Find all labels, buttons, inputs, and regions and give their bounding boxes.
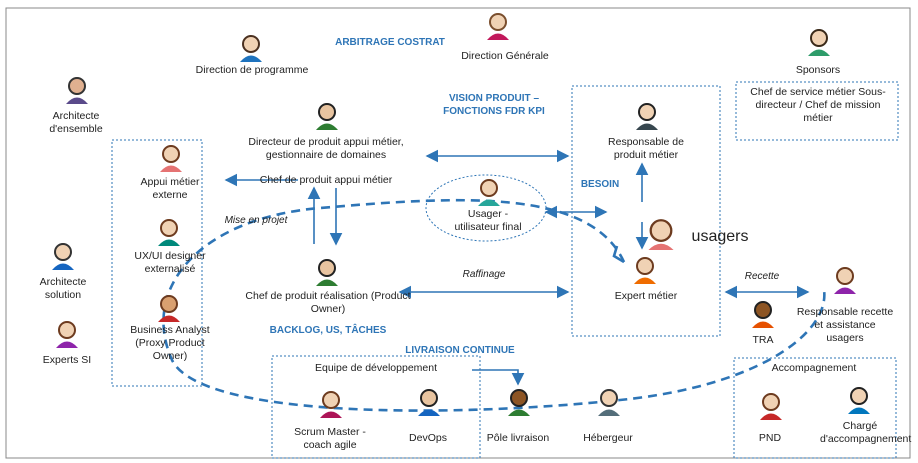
metier-frame <box>571 85 721 337</box>
arbitrage-label: ARBITRAGE COSTRAT <box>335 37 445 48</box>
hebergeur-label: Hébergeur <box>583 432 633 444</box>
experts-si-avatar <box>56 321 78 348</box>
responsable-produit-label: Responsable de produit métier <box>608 136 684 161</box>
responsable-recette-avatar <box>834 267 856 294</box>
vision-label: VISION PRODUIT – FONCTIONS FDR KPI <box>443 93 545 117</box>
chef-realisation-label: Chef de produit réalisation (Product Own… <box>245 290 411 315</box>
direction-programme-label: Direction de programme <box>195 64 309 76</box>
dev-team-frame <box>271 355 481 459</box>
ux-designer-avatar <box>158 219 180 246</box>
architecte-solution-avatar <box>52 243 74 270</box>
pole-livraison-label: Pôle livraison <box>486 432 550 444</box>
experts-si-label: Experts SI <box>42 354 92 366</box>
architecte-solution-label: Architecte solution <box>39 276 87 301</box>
expert-metier-label: Expert métier <box>614 290 678 302</box>
appui-externe-avatar <box>160 145 182 172</box>
pnd-label: PND <box>758 432 782 444</box>
charge-accompagnement-avatar <box>848 387 870 414</box>
business-analyst-avatar <box>158 295 180 322</box>
usager-label: Usager - utilisateur final <box>454 208 522 233</box>
sponsors-box-text: Chef de service métier Sous-directeur / … <box>750 86 886 124</box>
raffinage-label: Raffinage <box>462 269 506 280</box>
usagers-label: usagers <box>691 228 749 245</box>
backlog-label: BACKLOG, US, TÂCHES <box>269 325 387 336</box>
devops-label: DevOps <box>409 432 447 444</box>
responsable-recette-label: Responsable recette et assistance usager… <box>796 306 894 344</box>
hebergeur-avatar <box>598 389 620 416</box>
devops-avatar <box>418 389 440 416</box>
direction-programme-avatar <box>240 35 262 62</box>
sponsors-frame <box>735 81 899 141</box>
chef-realisation-avatar <box>316 259 338 286</box>
besoin-label: BESOIN <box>580 179 620 190</box>
architecte-ensemble-label: Architecte d'ensemble <box>49 110 103 135</box>
equipe-dev-label: Equipe de développement <box>314 362 438 374</box>
pnd-avatar <box>760 393 782 420</box>
recette-label: Recette <box>744 271 780 282</box>
left-team-frame <box>111 139 203 387</box>
sponsors-label: Sponsors <box>795 64 841 76</box>
architecte-ensemble-avatar <box>66 77 88 104</box>
accompagnement-label: Accompagnement <box>771 362 857 374</box>
chef-produit-appui-label: Chef de produit appui métier <box>259 174 393 186</box>
appui-externe-label: Appui métier externe <box>140 176 200 201</box>
continuous-delivery-loop <box>162 198 826 412</box>
mise-en-projet-label: Mise en projet <box>224 215 288 226</box>
ux-designer-label: UX/UI designer externalisé <box>134 250 206 275</box>
livraison-continue-label: LIVRAISON CONTINUE <box>405 345 515 356</box>
usagers-avatar <box>648 219 674 250</box>
directeur-produit-avatar <box>316 103 338 130</box>
responsable-produit-avatar <box>636 103 658 130</box>
charge-accompagnement-label: Chargé d'accompagnement <box>820 420 912 445</box>
pole-livraison-avatar <box>508 389 530 416</box>
direction-generale-avatar <box>487 13 509 40</box>
usager-avatar <box>478 179 500 206</box>
expert-metier-avatar <box>634 257 656 284</box>
accompagnement-frame <box>733 357 897 459</box>
tra-label: TRA <box>752 334 774 346</box>
sponsors-avatar <box>808 29 830 56</box>
business-analyst-label: Business Analyst (Proxy Product Owner) <box>130 324 210 362</box>
direction-generale-label: Direction Générale <box>461 50 549 62</box>
scrum-master-avatar <box>320 391 342 418</box>
tra-avatar <box>752 301 774 328</box>
scrum-master-label: Scrum Master - coach agile <box>294 426 366 451</box>
directeur-produit-label: Directeur de produit appui métier, gesti… <box>248 136 404 161</box>
